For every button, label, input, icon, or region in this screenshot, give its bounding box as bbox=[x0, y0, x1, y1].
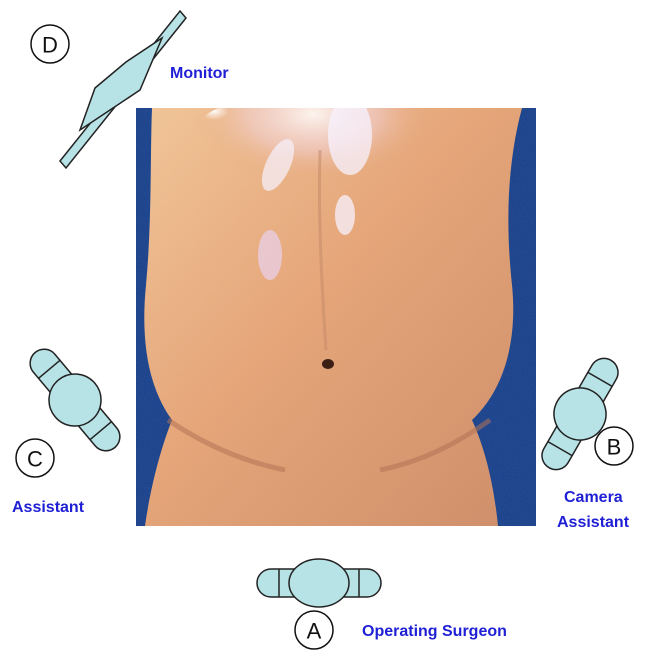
abdomen-photo bbox=[136, 80, 536, 526]
chest-highlight-center bbox=[328, 95, 372, 175]
position-c-letter: C bbox=[27, 447, 43, 472]
navel bbox=[322, 359, 334, 369]
side-highlight-2 bbox=[335, 195, 355, 235]
assistant-label: Assistant bbox=[12, 499, 85, 516]
monitor-label: Monitor bbox=[170, 65, 229, 82]
operating-surgeon-label: Operating Surgeon bbox=[362, 623, 507, 640]
camera-assistant-label-line-1: Camera bbox=[564, 489, 623, 506]
chest-highlight bbox=[160, 80, 500, 270]
operating-surgeon-person-icon bbox=[257, 559, 381, 607]
camera-assistant-label-line-2: Assistant bbox=[557, 514, 630, 531]
camera-assistant-position: B Camera Assistant bbox=[526, 347, 633, 531]
chest-highlight-left bbox=[198, 105, 278, 155]
position-d-letter: D bbox=[42, 33, 58, 58]
side-highlight bbox=[258, 230, 282, 280]
assistant-position: C Assistant bbox=[12, 336, 135, 516]
position-b-letter: B bbox=[607, 435, 622, 460]
operating-surgeon-position: A Operating Surgeon bbox=[257, 559, 507, 649]
position-a-letter: A bbox=[307, 619, 322, 644]
